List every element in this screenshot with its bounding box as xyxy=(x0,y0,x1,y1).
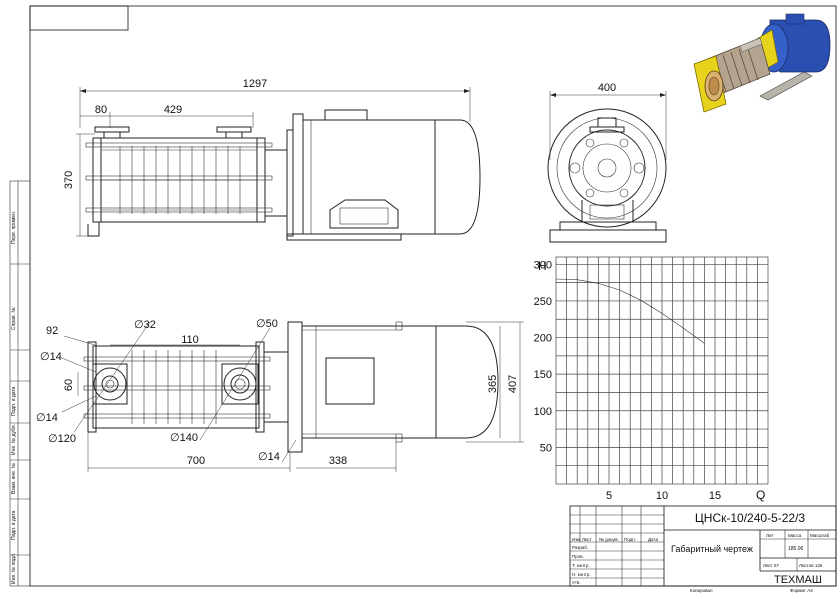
dim-700: 700 xyxy=(187,455,205,467)
dim-phi120: ∅120 xyxy=(48,433,76,445)
pump-3d-render xyxy=(693,13,831,113)
row-label-prov: Пров. xyxy=(572,554,584,559)
row-label-izm: Изм xyxy=(572,537,580,542)
front-view: 1297 80 429 370 xyxy=(63,78,481,241)
y-tick-label: 300 xyxy=(534,259,552,271)
sheet-label: Лист 57 xyxy=(763,563,780,568)
dim-110: 110 xyxy=(181,334,199,346)
col-label-sign: Подп. xyxy=(624,537,636,542)
dim-80: 80 xyxy=(95,104,107,116)
top-view: 92 ∅14 60 ∅14 ∅120 ∅32 110 ∅50 ∅140 700 … xyxy=(36,318,524,472)
x-tick-label: 5 xyxy=(606,490,612,502)
dim-1297: 1297 xyxy=(243,78,267,90)
col-label-date: Дата xyxy=(648,537,658,542)
side-label-2: Подп. и дата xyxy=(11,386,17,416)
designation: ЦНСк-10/240-5-22/3 xyxy=(695,511,806,525)
dim-phi140: ∅140 xyxy=(170,432,198,444)
format-label: Формат А3 xyxy=(790,588,813,593)
x-tick-label: 10 xyxy=(656,490,668,502)
y-tick-label: 100 xyxy=(534,406,552,418)
copied-label: Копировал xyxy=(690,588,713,593)
dim-365: 365 xyxy=(487,375,499,393)
mass-label: Масса xyxy=(788,533,802,538)
chart-x-label: Q xyxy=(756,488,765,502)
side-stamp: Перв. примен. Справ. № Подп. и дата Инв.… xyxy=(9,180,31,587)
side-label-4: Взам. инв. № xyxy=(11,463,17,494)
dim-phi50: ∅50 xyxy=(256,318,278,330)
x-tick-label: 15 xyxy=(709,490,721,502)
scale-label: Масштаб xyxy=(810,533,830,538)
y-tick-label: 50 xyxy=(540,442,552,454)
dim-400: 400 xyxy=(598,82,616,94)
sheets-label: Листов 136 xyxy=(799,563,823,568)
dim-phi32: ∅32 xyxy=(134,319,156,331)
top-stamp-box xyxy=(29,5,129,31)
side-label-6: Инв. № подл. xyxy=(11,553,17,584)
dim-phi14-c: ∅14 xyxy=(258,451,280,463)
hq-chart: H Q 50 100 150 200 250 300 5 10 15 xyxy=(534,256,769,502)
side-label-0: Перв. примен. xyxy=(11,211,17,244)
dim-370: 370 xyxy=(63,171,75,189)
side-label-3: Инв. № дубл. xyxy=(11,424,17,455)
chart-ticks: 50 100 150 200 250 300 5 10 15 xyxy=(534,259,721,502)
row-label-tkontr: Т. контр. xyxy=(572,563,590,568)
row-label-nkontr: Н. контр. xyxy=(572,572,591,577)
chart-y-label: H xyxy=(538,259,547,273)
dim-60: 60 xyxy=(63,379,75,391)
y-tick-label: 150 xyxy=(534,369,552,381)
col-label-doc: № докум. xyxy=(599,537,619,542)
dim-407: 407 xyxy=(507,375,519,393)
y-tick-label: 200 xyxy=(534,333,552,345)
company-name: ТЕХМАШ xyxy=(774,574,822,586)
side-label-5: Подп. и дата xyxy=(11,510,17,540)
row-label-razrab: Разраб. xyxy=(572,545,588,550)
row-label-utv: Утв. xyxy=(572,580,581,585)
y-tick-label: 250 xyxy=(534,296,552,308)
mass-value: 185.06 xyxy=(788,546,804,552)
doc-name: Габаритный чертеж xyxy=(671,544,753,554)
col-label-list: Лист xyxy=(582,537,592,542)
side-label-1: Справ. № xyxy=(11,307,17,330)
title-block: Изм Разраб. Пров. Т. контр. Н. контр. Ут… xyxy=(569,505,837,593)
chart-grid xyxy=(555,256,769,485)
dim-92: 92 xyxy=(46,325,58,337)
lit-label: Лит xyxy=(766,533,774,538)
chart-series-line xyxy=(555,278,705,344)
dim-429: 429 xyxy=(164,104,182,116)
dim-phi14-a: ∅14 xyxy=(40,351,62,363)
dim-338: 338 xyxy=(329,455,347,467)
end-view: 400 xyxy=(547,82,667,243)
dim-phi14-b: ∅14 xyxy=(36,412,58,424)
